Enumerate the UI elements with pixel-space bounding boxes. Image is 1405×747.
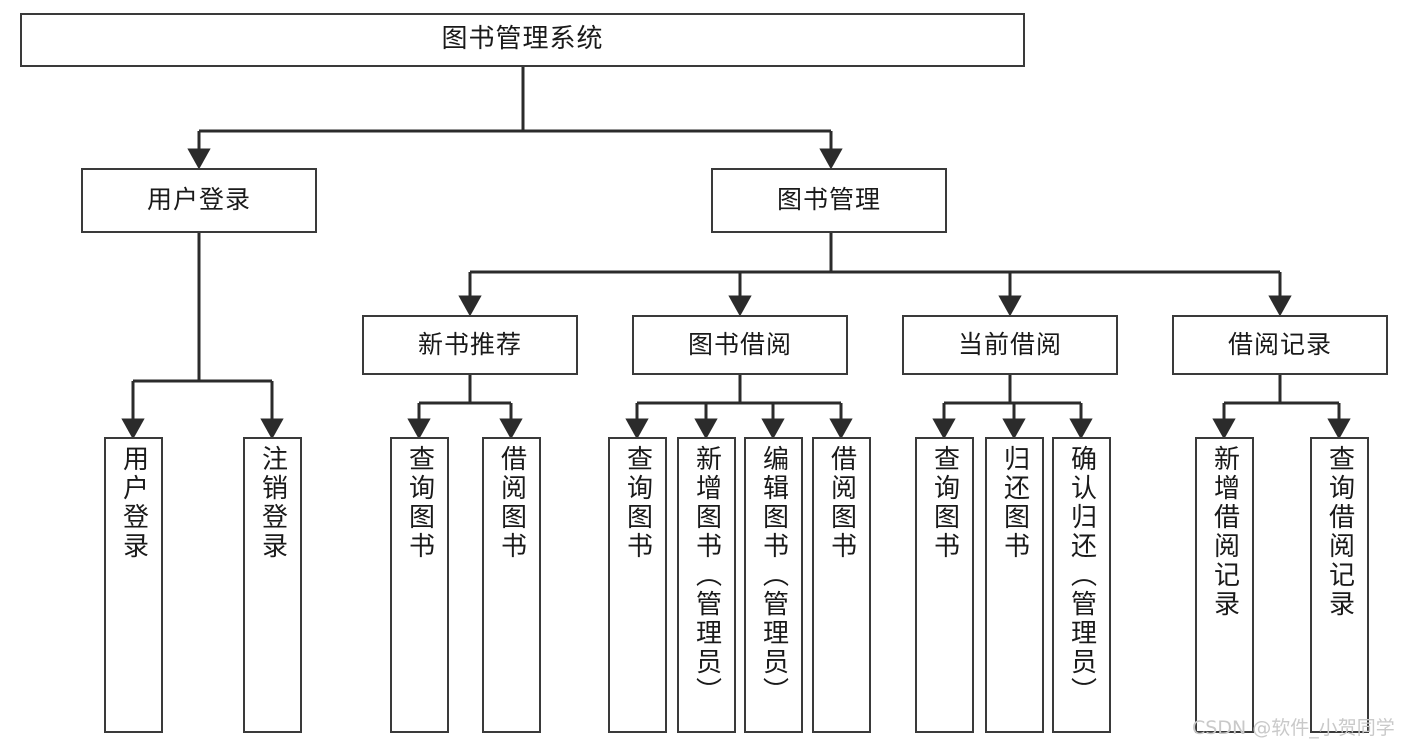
leaf-borrow-borrow-book[interactable]: 借阅图书 bbox=[812, 437, 871, 733]
node-label: 注销登录 bbox=[257, 445, 288, 561]
leaf-borrow-edit-book-admin[interactable]: 编辑图书（管理员） bbox=[744, 437, 803, 733]
node-borrow-record[interactable]: 借阅记录 bbox=[1172, 315, 1388, 375]
node-label: 查询借阅记录 bbox=[1324, 445, 1355, 619]
node-label: 用户登录 bbox=[146, 185, 251, 215]
node-label: 图书管理 bbox=[776, 185, 881, 215]
node-label: 新书推荐 bbox=[417, 329, 522, 359]
leaf-current-return-book[interactable]: 归还图书 bbox=[985, 437, 1044, 733]
node-label: 借阅图书 bbox=[496, 445, 527, 561]
node-label: 归还图书 bbox=[999, 445, 1030, 561]
node-current-borrow[interactable]: 当前借阅 bbox=[902, 315, 1118, 375]
leaf-user-login-login[interactable]: 用户登录 bbox=[104, 437, 163, 733]
node-new-book-recommend[interactable]: 新书推荐 bbox=[362, 315, 578, 375]
node-book-borrow[interactable]: 图书借阅 bbox=[632, 315, 848, 375]
node-label: 查询图书 bbox=[404, 445, 435, 561]
node-user-login[interactable]: 用户登录 bbox=[81, 168, 317, 233]
leaf-recommend-borrow-book[interactable]: 借阅图书 bbox=[482, 437, 541, 733]
node-label: 查询图书 bbox=[929, 445, 960, 561]
node-label: 确认归还（管理员） bbox=[1066, 445, 1097, 706]
leaf-user-login-logout[interactable]: 注销登录 bbox=[243, 437, 302, 733]
leaf-recommend-query-book[interactable]: 查询图书 bbox=[390, 437, 449, 733]
node-label: 借阅记录 bbox=[1227, 329, 1332, 359]
leaf-borrow-add-book-admin[interactable]: 新增图书（管理员） bbox=[677, 437, 736, 733]
leaf-current-query-book[interactable]: 查询图书 bbox=[915, 437, 974, 733]
node-root-system[interactable]: 图书管理系统 bbox=[20, 13, 1025, 67]
node-book-management[interactable]: 图书管理 bbox=[711, 168, 947, 233]
node-label: 新增借阅记录 bbox=[1209, 445, 1240, 619]
node-label: 新增图书（管理员） bbox=[691, 445, 722, 706]
leaf-record-query-record[interactable]: 查询借阅记录 bbox=[1310, 437, 1369, 733]
node-label: 用户登录 bbox=[118, 445, 149, 561]
node-label: 当前借阅 bbox=[957, 329, 1062, 359]
node-label: 图书借阅 bbox=[687, 329, 792, 359]
leaf-borrow-query-book[interactable]: 查询图书 bbox=[608, 437, 667, 733]
node-label: 查询图书 bbox=[622, 445, 653, 561]
node-label: 借阅图书 bbox=[826, 445, 857, 561]
node-label: 图书管理系统 bbox=[441, 24, 604, 55]
leaf-current-confirm-return-admin[interactable]: 确认归还（管理员） bbox=[1052, 437, 1111, 733]
watermark: CSDN @软件_小贺同学 bbox=[1192, 717, 1395, 739]
leaf-record-add-record[interactable]: 新增借阅记录 bbox=[1195, 437, 1254, 733]
node-label: 编辑图书（管理员） bbox=[758, 445, 789, 706]
